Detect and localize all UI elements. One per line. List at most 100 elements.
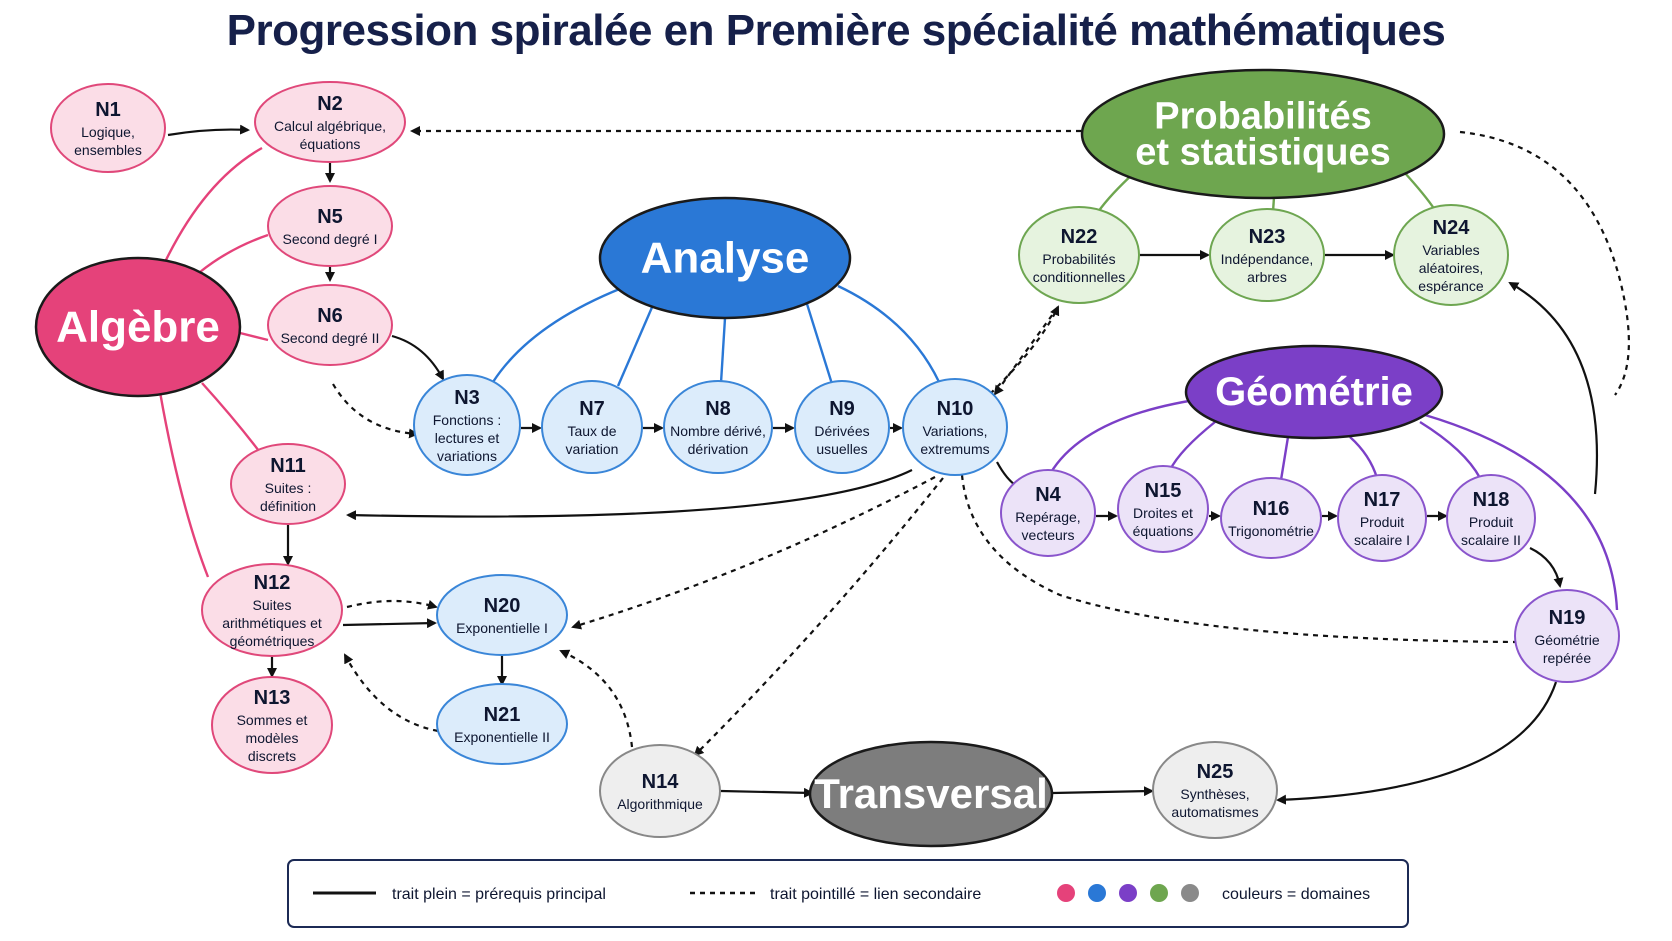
node-ellipse <box>1446 474 1536 562</box>
node-ellipse <box>794 380 890 474</box>
link-analyse-n8 <box>719 317 727 384</box>
node-ellipse <box>541 380 643 474</box>
node-label: équations <box>300 136 361 152</box>
node-label: Suites : <box>265 480 312 496</box>
node-label: ensembles <box>74 142 142 158</box>
node-label: Fonctions : <box>433 412 501 428</box>
node-code: N21 <box>484 704 521 726</box>
node-label: usuelles <box>816 441 867 457</box>
arrow-n6-n3 <box>391 334 444 381</box>
link-algebre-n2 <box>163 146 263 263</box>
domain-algebre[interactable]: Algèbre <box>34 256 242 398</box>
arrow-n14-n25trans <box>720 787 814 798</box>
node-ellipse <box>436 574 568 656</box>
node-code: N5 <box>317 206 343 228</box>
node-code: N24 <box>1433 217 1471 239</box>
domain-ellipse <box>1184 344 1444 440</box>
arrow-n25trans-n25 <box>1052 786 1154 797</box>
node-label: repérée <box>1543 650 1591 666</box>
domain-ellipse <box>598 196 852 320</box>
node-label: Sommes et <box>237 712 308 728</box>
node-label: équations <box>1133 523 1194 539</box>
domain-transversal[interactable]: Transversal <box>808 740 1054 848</box>
node-label: Dérivées <box>814 423 869 439</box>
link-geometrie-n17 <box>1349 436 1379 479</box>
node-code: N25 <box>1197 761 1234 783</box>
node-code: N16 <box>1253 498 1290 520</box>
node-ellipse <box>267 284 393 366</box>
node-label: Taux de <box>567 423 616 439</box>
node-code: N11 <box>270 455 306 477</box>
legend-swatch <box>1181 884 1199 902</box>
node-label: Repérage, <box>1015 509 1080 525</box>
node-code: N23 <box>1249 226 1286 248</box>
node-label: modèles <box>246 730 299 746</box>
node-ellipse <box>413 374 521 476</box>
domain-ellipse <box>34 256 242 398</box>
domain-label: Algèbre <box>56 303 220 352</box>
legend-colors-text: couleurs = domaines <box>1222 886 1370 903</box>
node-ellipse <box>254 81 406 163</box>
arrow-n12-n20 <box>342 618 437 629</box>
node-label: lectures et <box>435 430 500 446</box>
node-label: dérivation <box>688 441 749 457</box>
node-ellipse <box>1514 589 1620 683</box>
node-ellipse <box>1018 206 1140 304</box>
prerequisite-arrows <box>167 124 1630 805</box>
node-ellipse <box>50 83 166 173</box>
node-ellipse <box>1220 477 1322 559</box>
node-label: scalaire II <box>1461 532 1521 548</box>
domain-label: Transversal <box>814 770 1048 817</box>
node-label: extremums <box>920 441 989 457</box>
arrow-n21-n12 <box>344 653 439 733</box>
node-ellipse <box>211 676 333 774</box>
arrow-n14-n20 <box>559 649 634 748</box>
page-title: Progression spiralée en Première spécial… <box>226 6 1446 55</box>
node-label: Nombre dérivé, <box>670 423 766 439</box>
node-code: N19 <box>1549 607 1586 629</box>
node-code: N7 <box>579 398 605 420</box>
node-code: N4 <box>1035 484 1061 506</box>
legend-solid-text: trait plein = prérequis principal <box>392 886 606 903</box>
node-label: arbres <box>1247 269 1287 285</box>
link-geometrie-n4 <box>1048 396 1209 475</box>
domain-geometrie[interactable]: Géométrie <box>1184 344 1444 440</box>
node-label: Logique, <box>81 124 135 140</box>
node-label: Second degré I <box>283 231 378 247</box>
node-label: Calcul algébrique, <box>274 118 386 134</box>
link-algebre-n12 <box>158 391 210 578</box>
arrow-n12-n20d <box>346 599 438 610</box>
arrow-n1-n2 <box>167 124 250 137</box>
domain-analyse[interactable]: Analyse <box>598 196 852 320</box>
node-ellipse <box>230 443 346 525</box>
node-label: espérance <box>1418 278 1484 294</box>
